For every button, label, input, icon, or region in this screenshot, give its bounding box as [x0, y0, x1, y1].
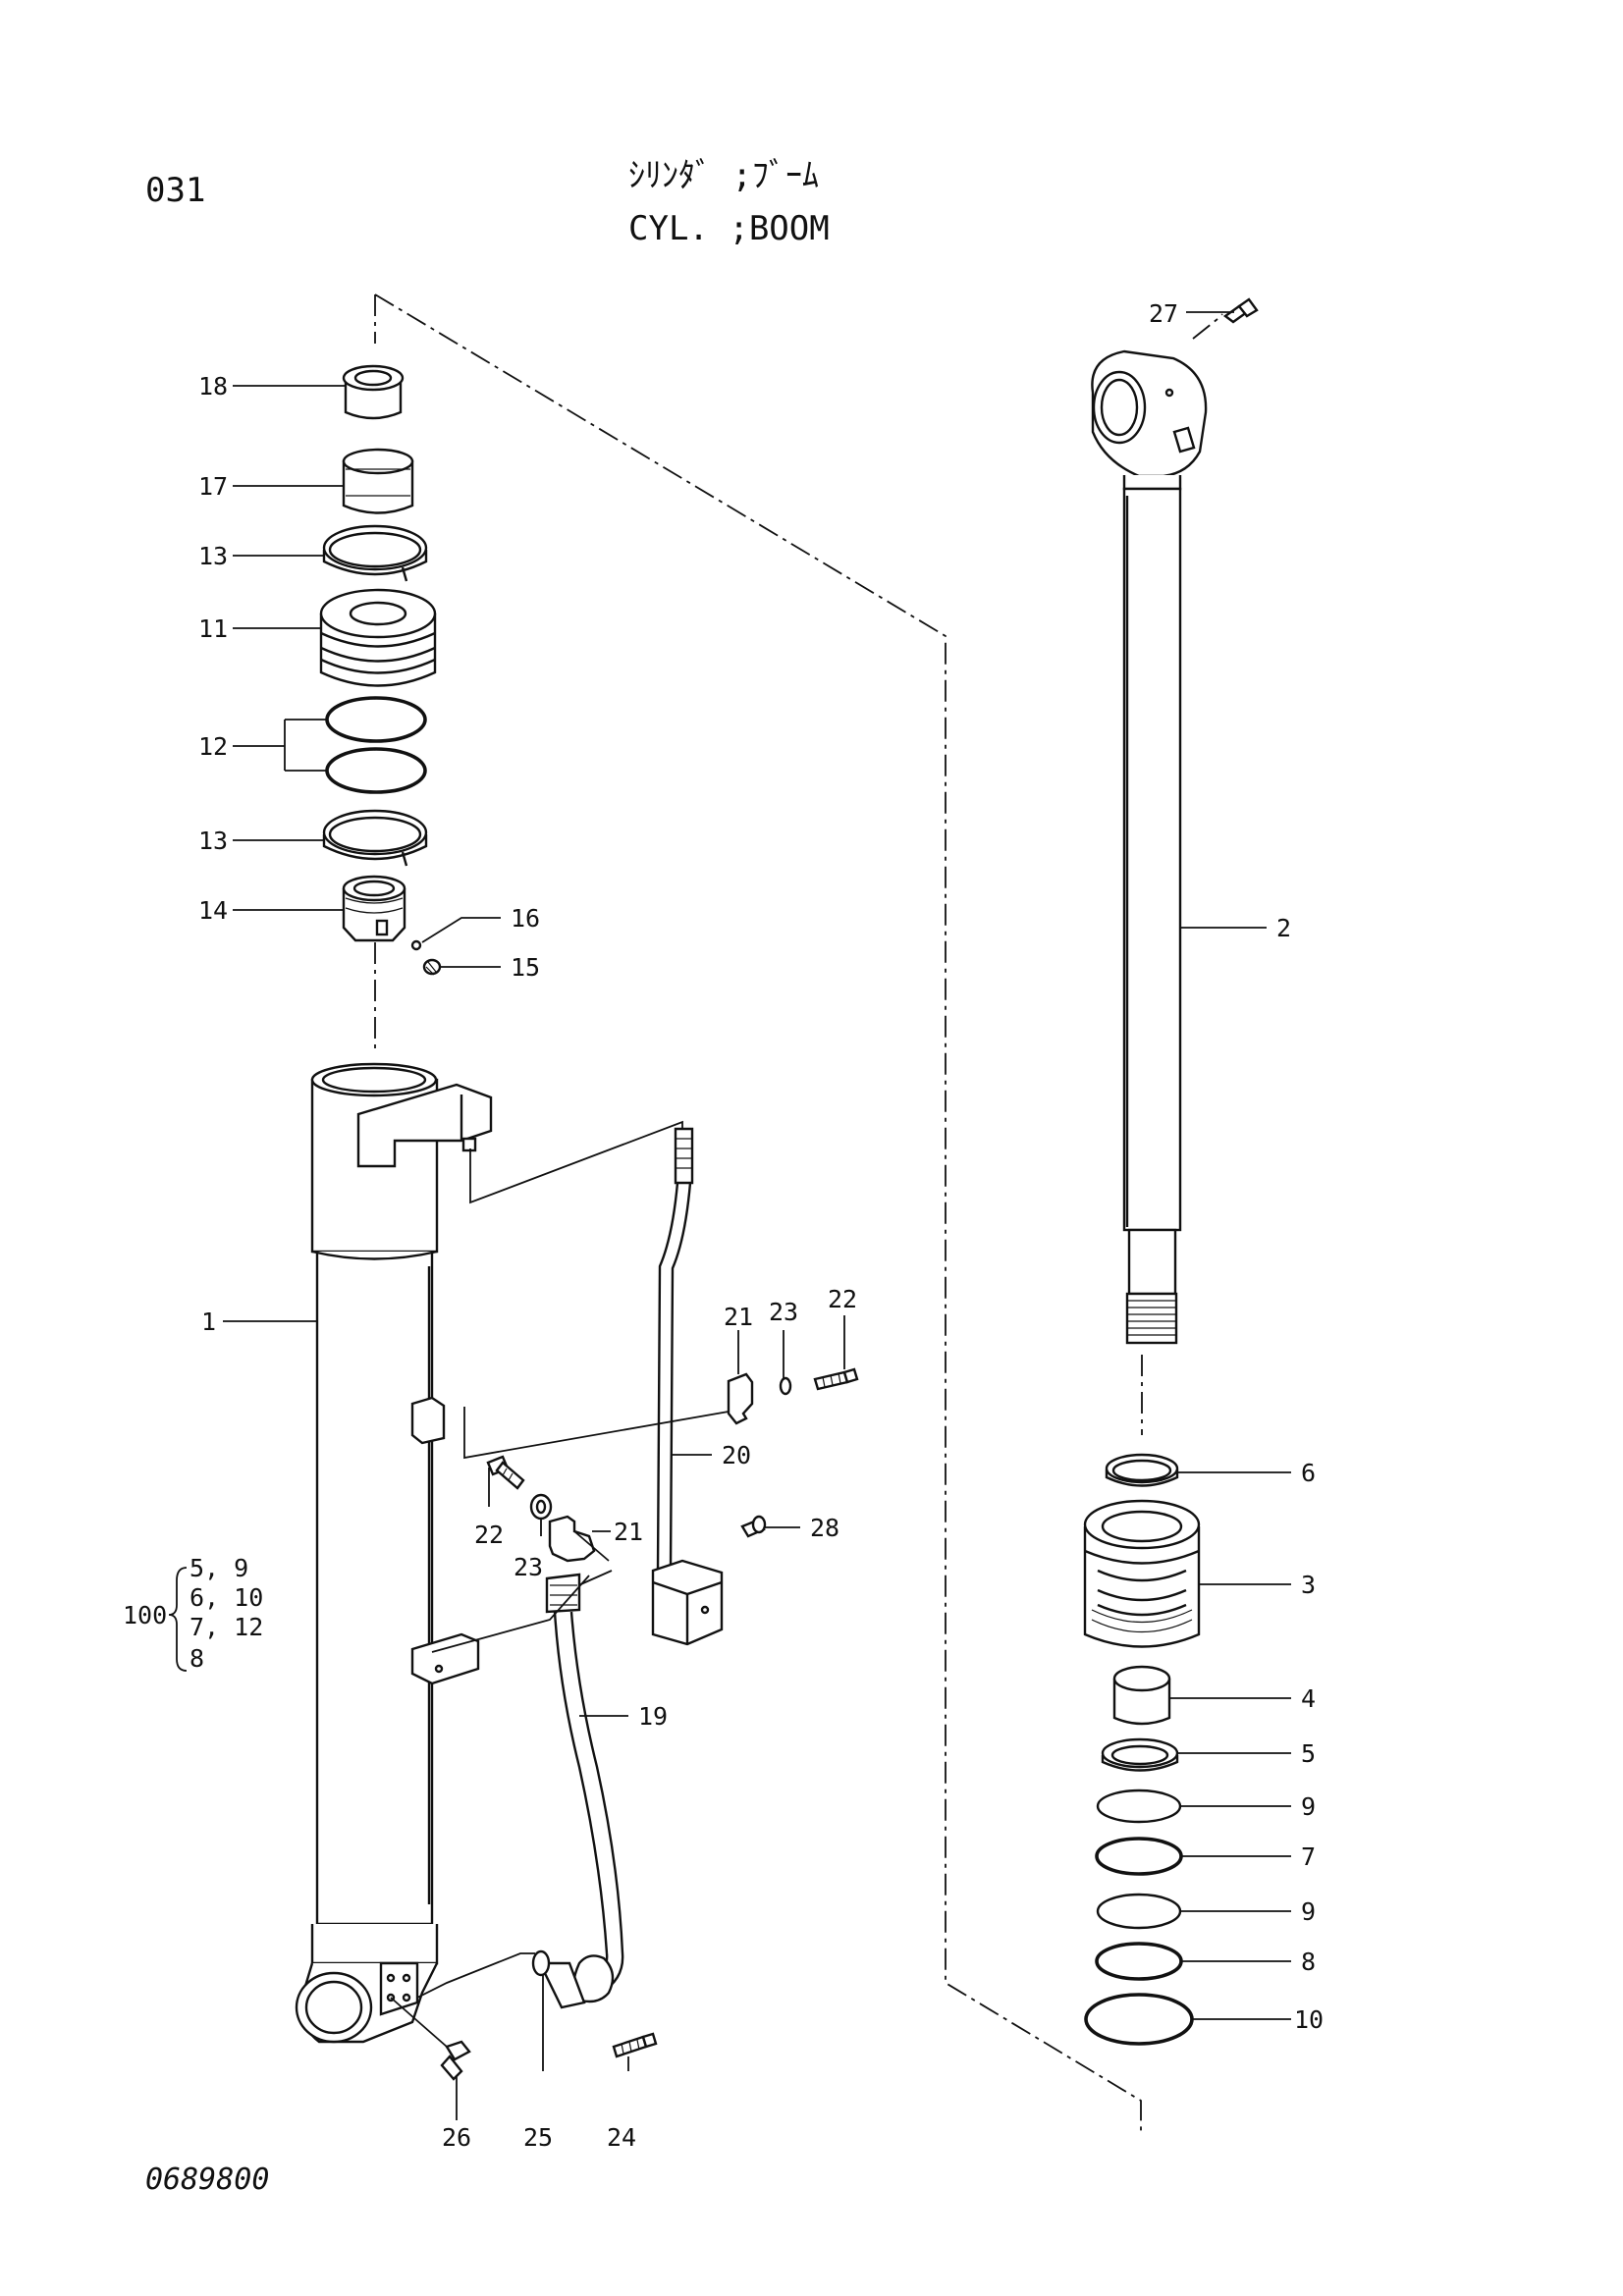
- part-11-cylinder-head: [319, 588, 437, 687]
- kit-line-4: 8: [189, 1644, 204, 1673]
- part-27-grease-fitting: [1222, 297, 1259, 324]
- callout-26: 26: [442, 2123, 471, 2152]
- callout-6: 6: [1301, 1459, 1316, 1487]
- grease-fitting-line: [1192, 313, 1223, 340]
- callout-9-lower: 9: [1301, 1897, 1316, 1926]
- callout-13-lower: 13: [198, 827, 228, 855]
- callout-5: 5: [1301, 1739, 1316, 1768]
- part-12-o-rings: [325, 696, 427, 794]
- part-6-ring: [1105, 1453, 1179, 1487]
- part-5-seal: [1101, 1737, 1179, 1772]
- callout-23-upper: 23: [769, 1298, 798, 1326]
- part-24-bolt: [612, 2032, 658, 2058]
- callout-23-lower: 23: [514, 1553, 543, 1581]
- callout-25: 25: [523, 2123, 553, 2152]
- part-22-bolt-lower: [486, 1455, 525, 1490]
- part-7-o-ring: [1095, 1837, 1183, 1876]
- callout-9-upper: 9: [1301, 1792, 1316, 1821]
- callout-7: 7: [1301, 1842, 1316, 1871]
- part-8-o-ring: [1095, 1942, 1183, 1981]
- callout-21-upper: 21: [724, 1303, 753, 1331]
- callout-10: 10: [1294, 2005, 1324, 2034]
- part-2-piston-rod: [1091, 349, 1208, 1345]
- leader-lines: [223, 311, 1291, 2120]
- callout-27: 27: [1149, 299, 1178, 328]
- page-number: 031: [145, 171, 205, 210]
- kit-line-1: 5, 9: [189, 1554, 248, 1582]
- callout-11: 11: [198, 614, 228, 643]
- callout-4: 4: [1301, 1684, 1316, 1713]
- callout-19: 19: [638, 1702, 668, 1731]
- callout-labels: 18 17 13 11 12 13 14 16 15 1 27 2 6 3 4 …: [198, 299, 1324, 2152]
- seal-kit-note: 100 5, 9 6, 10 7, 12 8: [123, 1554, 263, 1673]
- part-3-piston: [1083, 1499, 1201, 1648]
- title-english: CYL. ;BOOM: [628, 209, 830, 248]
- callout-17: 17: [198, 472, 228, 501]
- callout-2: 2: [1276, 914, 1291, 942]
- kit-line-3: 7, 12: [189, 1613, 263, 1641]
- part-15-set-screw: [422, 958, 442, 976]
- callout-14: 14: [198, 896, 228, 925]
- part-22-bolt-upper: [813, 1367, 859, 1391]
- assembly-reference-line: [374, 294, 1142, 2135]
- kit-brace: [168, 1567, 188, 1672]
- part-9-backup-ring-lower: [1096, 1893, 1182, 1930]
- callout-8: 8: [1301, 1948, 1316, 1976]
- callout-1: 1: [201, 1308, 216, 1336]
- part-28-plug: [740, 1515, 767, 1538]
- part-26-fitting: [390, 1997, 471, 2081]
- part-14-nut: [342, 875, 406, 942]
- part-9-backup-ring-upper: [1096, 1789, 1182, 1824]
- callout-21-lower: 21: [614, 1518, 643, 1546]
- part-13-wear-ring-lower: [322, 809, 428, 867]
- callout-18: 18: [198, 372, 228, 400]
- callout-16: 16: [511, 904, 540, 933]
- callout-3: 3: [1301, 1571, 1316, 1599]
- kit-number: 100: [123, 1601, 167, 1629]
- part-19-hose: [538, 1570, 624, 2009]
- callout-20: 20: [722, 1441, 751, 1469]
- part-23-washer-upper: [779, 1376, 792, 1396]
- part-20-pipe: [469, 1120, 724, 1646]
- part-4-bushing: [1112, 1665, 1171, 1726]
- kit-line-2: 6, 10: [189, 1583, 263, 1612]
- callout-22-lower: 22: [474, 1521, 504, 1549]
- part-16-ball: [410, 939, 422, 951]
- part-25-o-ring: [416, 1949, 551, 1999]
- part-18-bushing: [342, 364, 405, 420]
- part-21-clamp-lower: [431, 1515, 610, 1653]
- callout-13-upper: 13: [198, 542, 228, 570]
- callout-28: 28: [810, 1514, 839, 1542]
- title-japanese: ｼﾘﾝﾀﾞ ;ﾌﾞｰﾑ: [628, 156, 819, 195]
- callout-24: 24: [607, 2123, 636, 2152]
- part-21-clamp-upper: [463, 1372, 754, 1460]
- part-13-wear-ring-upper: [322, 524, 428, 582]
- part-1-cylinder-tube: [295, 1062, 493, 2044]
- part-17-bushing: [342, 448, 414, 514]
- callout-12: 12: [198, 732, 228, 761]
- part-10-o-ring: [1084, 1993, 1194, 2046]
- drawing-number: 0689800: [145, 2163, 269, 2197]
- callout-22-upper: 22: [828, 1285, 857, 1313]
- callout-15: 15: [511, 953, 540, 982]
- part-23-washer-lower: [529, 1493, 553, 1521]
